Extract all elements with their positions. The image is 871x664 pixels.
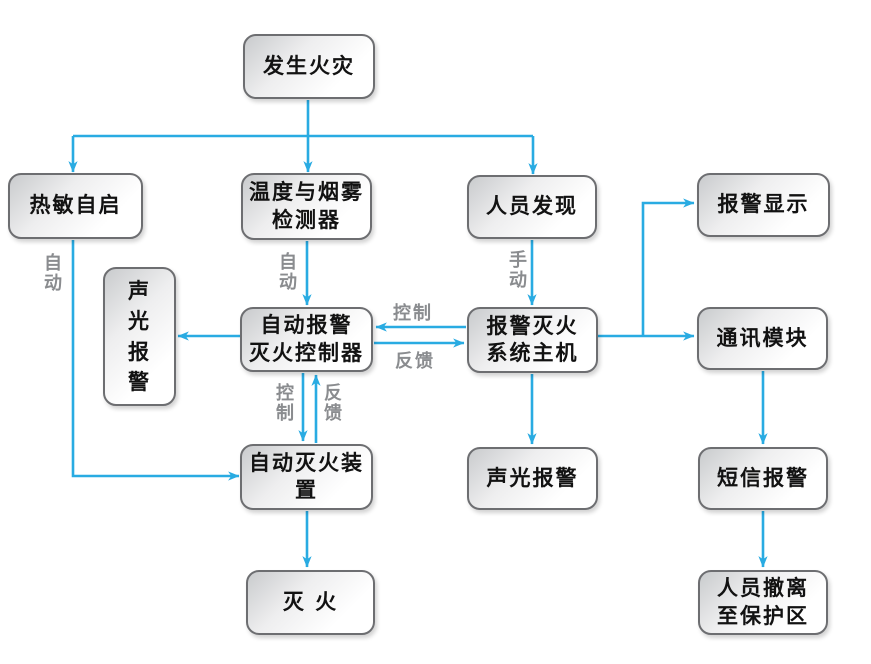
node-alarm-display: 报警显示 [697,173,830,237]
node-evacuate: 人员撤离 至保护区 [698,570,828,635]
node-auto-extinguisher: 自动灭火装置 [240,444,373,510]
edge-label-control-v: 控 制 [276,382,296,424]
node-sms: 短信报警 [698,447,828,510]
node-personnel: 人员发现 [467,175,597,239]
node-comm: 通讯模块 [697,307,828,370]
edge-label-control-h: 控制 [393,302,433,324]
flow-edge-14 [641,198,695,336]
edge-label-auto-left: 自 动 [44,252,64,294]
node-sound-light: 声光报警 [467,447,598,510]
node-host: 报警灭火 系统主机 [467,307,598,373]
edge-label-feedback-h: 反馈 [395,350,435,372]
node-fire: 发生火灾 [243,34,375,99]
node-extinguish: 灭 火 [246,570,375,635]
node-sound-light-vertical: 声 光 报 警 [103,267,176,406]
edge-label-manual: 手 动 [509,249,529,291]
node-controller: 自动报警 灭火控制器 [240,307,373,372]
edge-label-feedback-v: 反 馈 [324,382,344,424]
node-thermal: 热敏自启 [8,173,143,239]
node-detector: 温度与烟雾 检测器 [241,173,372,240]
flow-edge-6 [71,240,240,481]
edge-label-auto-mid: 自 动 [279,251,299,293]
